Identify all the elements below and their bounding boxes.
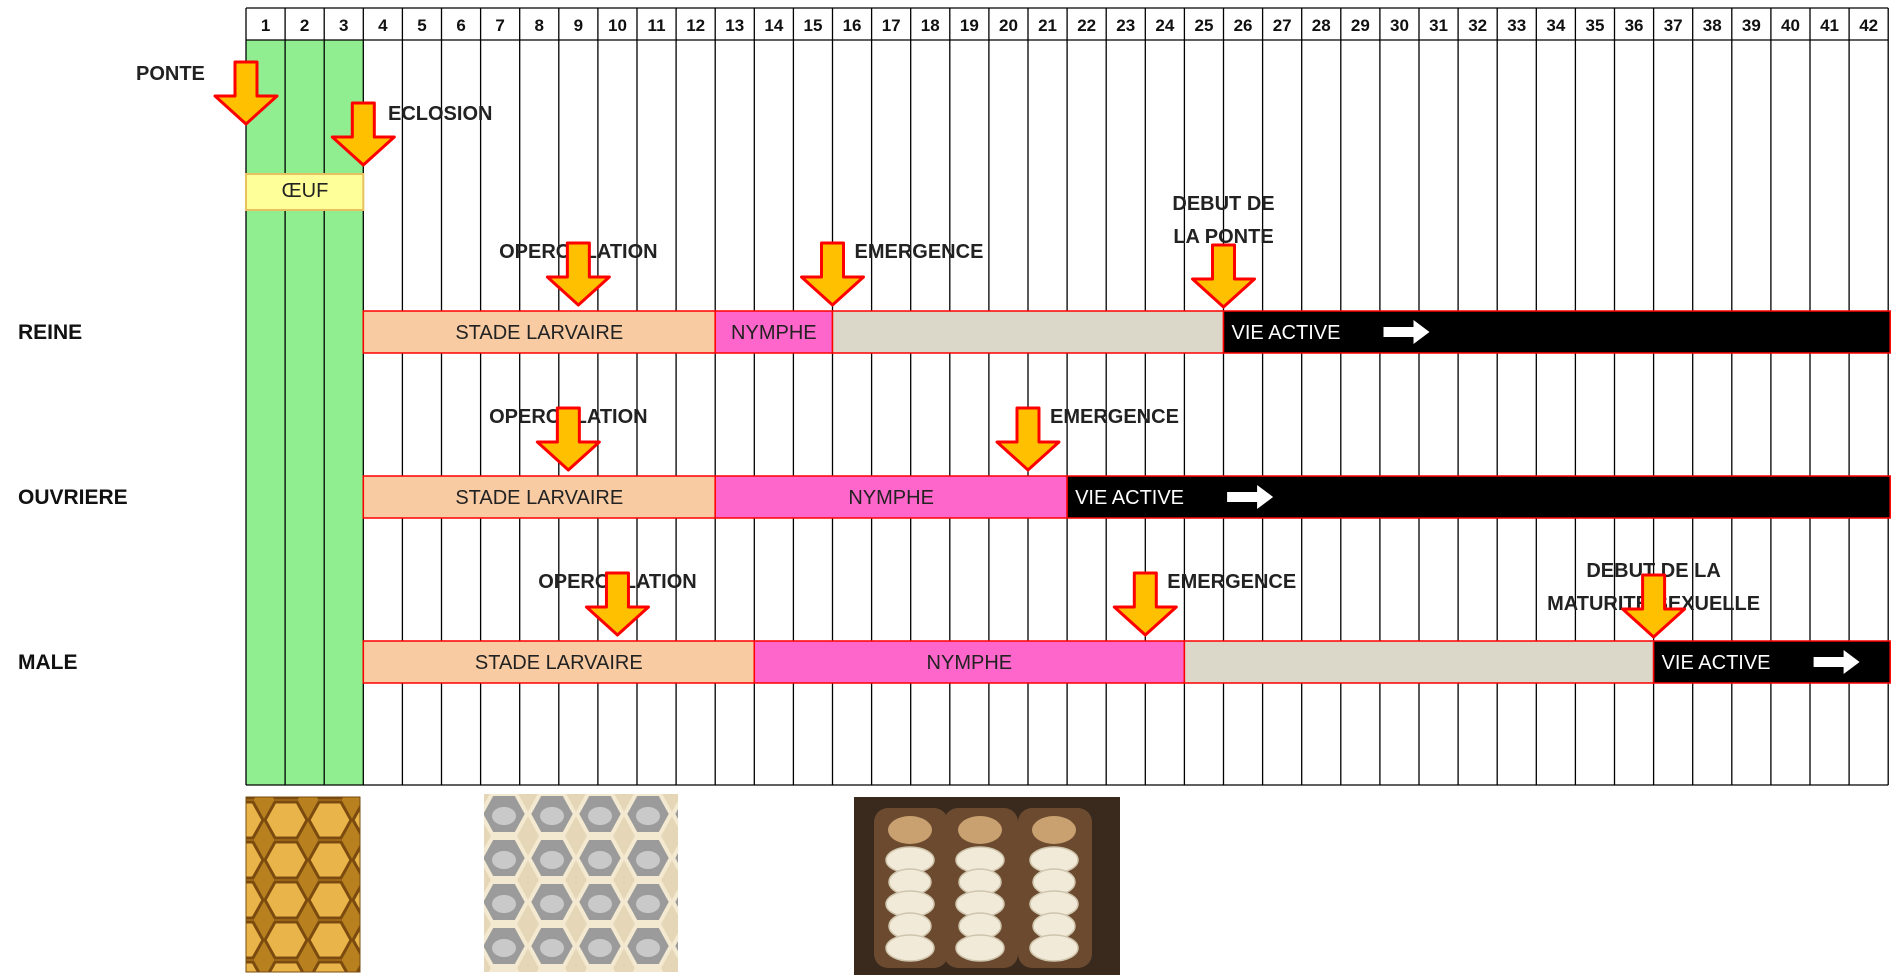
day-header: 18: [921, 16, 940, 35]
caste-name: OUVRIERE: [18, 486, 128, 509]
emergence-label: EMERGENCE: [1050, 406, 1179, 428]
right-arrow-icon: [1813, 650, 1860, 674]
larva-label: STADE LARVAIRE: [455, 487, 623, 509]
egg-box: [245, 173, 365, 211]
waiting-bar: [1183, 640, 1655, 684]
photo-strip: [245, 794, 1120, 975]
day-header: 28: [1312, 16, 1331, 35]
photo-larva-cells: [484, 794, 678, 972]
active-life-label: VIE ACTIVE: [1075, 487, 1184, 509]
day-header: 8: [535, 16, 544, 35]
day-header: 19: [960, 16, 979, 35]
down-arrow-icon: [1112, 571, 1178, 637]
egg-label: ŒUF: [282, 180, 329, 202]
active-life-label: VIE ACTIVE: [1662, 652, 1771, 674]
day-header: 40: [1781, 16, 1800, 35]
active-life-bar: [1222, 310, 1891, 354]
down-arrow-icon: [213, 60, 279, 126]
day-header: 27: [1273, 16, 1292, 35]
day-header: 13: [725, 16, 744, 35]
day-header: 14: [764, 16, 783, 35]
day-header: 31: [1429, 16, 1448, 35]
day-header: 38: [1703, 16, 1722, 35]
day-header: 23: [1116, 16, 1135, 35]
larva-label: STADE LARVAIRE: [475, 652, 643, 674]
right-arrow-icon: [1383, 320, 1430, 344]
photo-nymph-cells: [854, 797, 1120, 975]
day-header: 21: [1038, 16, 1057, 35]
day-header: 22: [1077, 16, 1096, 35]
larva-bar: [362, 310, 716, 354]
nymph-label: NYMPHE: [927, 652, 1013, 674]
down-arrow-icon: [1621, 573, 1687, 639]
day-header: 7: [495, 16, 504, 35]
day-header: 4: [378, 16, 388, 35]
waiting-bar: [831, 310, 1225, 354]
nymph-label: NYMPHE: [731, 322, 817, 344]
down-arrow-icon: [330, 101, 396, 167]
extra-event-label-line2: LA PONTE: [1173, 226, 1273, 248]
day-header: 6: [456, 16, 465, 35]
day-header: 39: [1742, 16, 1761, 35]
down-arrow-icon: [545, 241, 611, 307]
day-header: 34: [1546, 16, 1565, 35]
day-header: 30: [1390, 16, 1409, 35]
day-header: 35: [1585, 16, 1604, 35]
emergence-label: EMERGENCE: [1167, 571, 1296, 593]
day-header: 10: [608, 16, 627, 35]
day-header: 5: [417, 16, 426, 35]
nymph-bar: [714, 475, 1068, 519]
day-header: 1: [261, 16, 270, 35]
down-arrow-icon: [584, 571, 650, 637]
day-header: 3: [339, 16, 348, 35]
down-arrow-icon: [1191, 243, 1256, 309]
day-header: 24: [1155, 16, 1174, 35]
down-arrow-icon: [800, 241, 865, 307]
down-arrow-icon: [535, 406, 601, 472]
caste-name: REINE: [18, 321, 82, 344]
day-header: 36: [1625, 16, 1644, 35]
day-header: 29: [1351, 16, 1370, 35]
active-life-label: VIE ACTIVE: [1232, 322, 1341, 344]
ponte-label: PONTE: [136, 63, 205, 85]
day-header: 25: [1194, 16, 1213, 35]
day-header: 9: [574, 16, 583, 35]
day-header: 2: [300, 16, 309, 35]
right-arrow-icon: [1227, 485, 1274, 509]
day-header: 26: [1234, 16, 1253, 35]
day-header: 17: [882, 16, 901, 35]
day-header: 15: [803, 16, 822, 35]
larva-label: STADE LARVAIRE: [455, 322, 623, 344]
extra-event-label-line1: DEBUT DE LA: [1586, 560, 1720, 582]
nymph-label: NYMPHE: [848, 487, 934, 509]
day-header: 11: [648, 16, 666, 35]
nymph-bar: [714, 310, 834, 354]
day-header: 16: [843, 16, 862, 35]
eclosion-label: ECLOSION: [388, 103, 492, 125]
day-header: 42: [1859, 16, 1878, 35]
egg-column-band: [246, 40, 364, 785]
day-header: 41: [1820, 16, 1839, 35]
day-header: 37: [1664, 16, 1683, 35]
photo-egg-cells: [245, 796, 361, 973]
extra-event-label-line1: DEBUT DE: [1172, 193, 1274, 215]
down-arrow-icon: [995, 406, 1061, 472]
day-header: 12: [686, 16, 705, 35]
active-life-bar: [1652, 640, 1891, 684]
day-header: 20: [999, 16, 1018, 35]
egg-stage-zone: PONTE ECLOSION ŒUF: [136, 60, 492, 211]
larva-bar: [362, 640, 756, 684]
caste-name: MALE: [18, 651, 78, 674]
emergence-label: EMERGENCE: [855, 241, 984, 263]
active-life-bar: [1066, 475, 1891, 519]
day-header: 33: [1507, 16, 1526, 35]
day-header: 32: [1468, 16, 1487, 35]
